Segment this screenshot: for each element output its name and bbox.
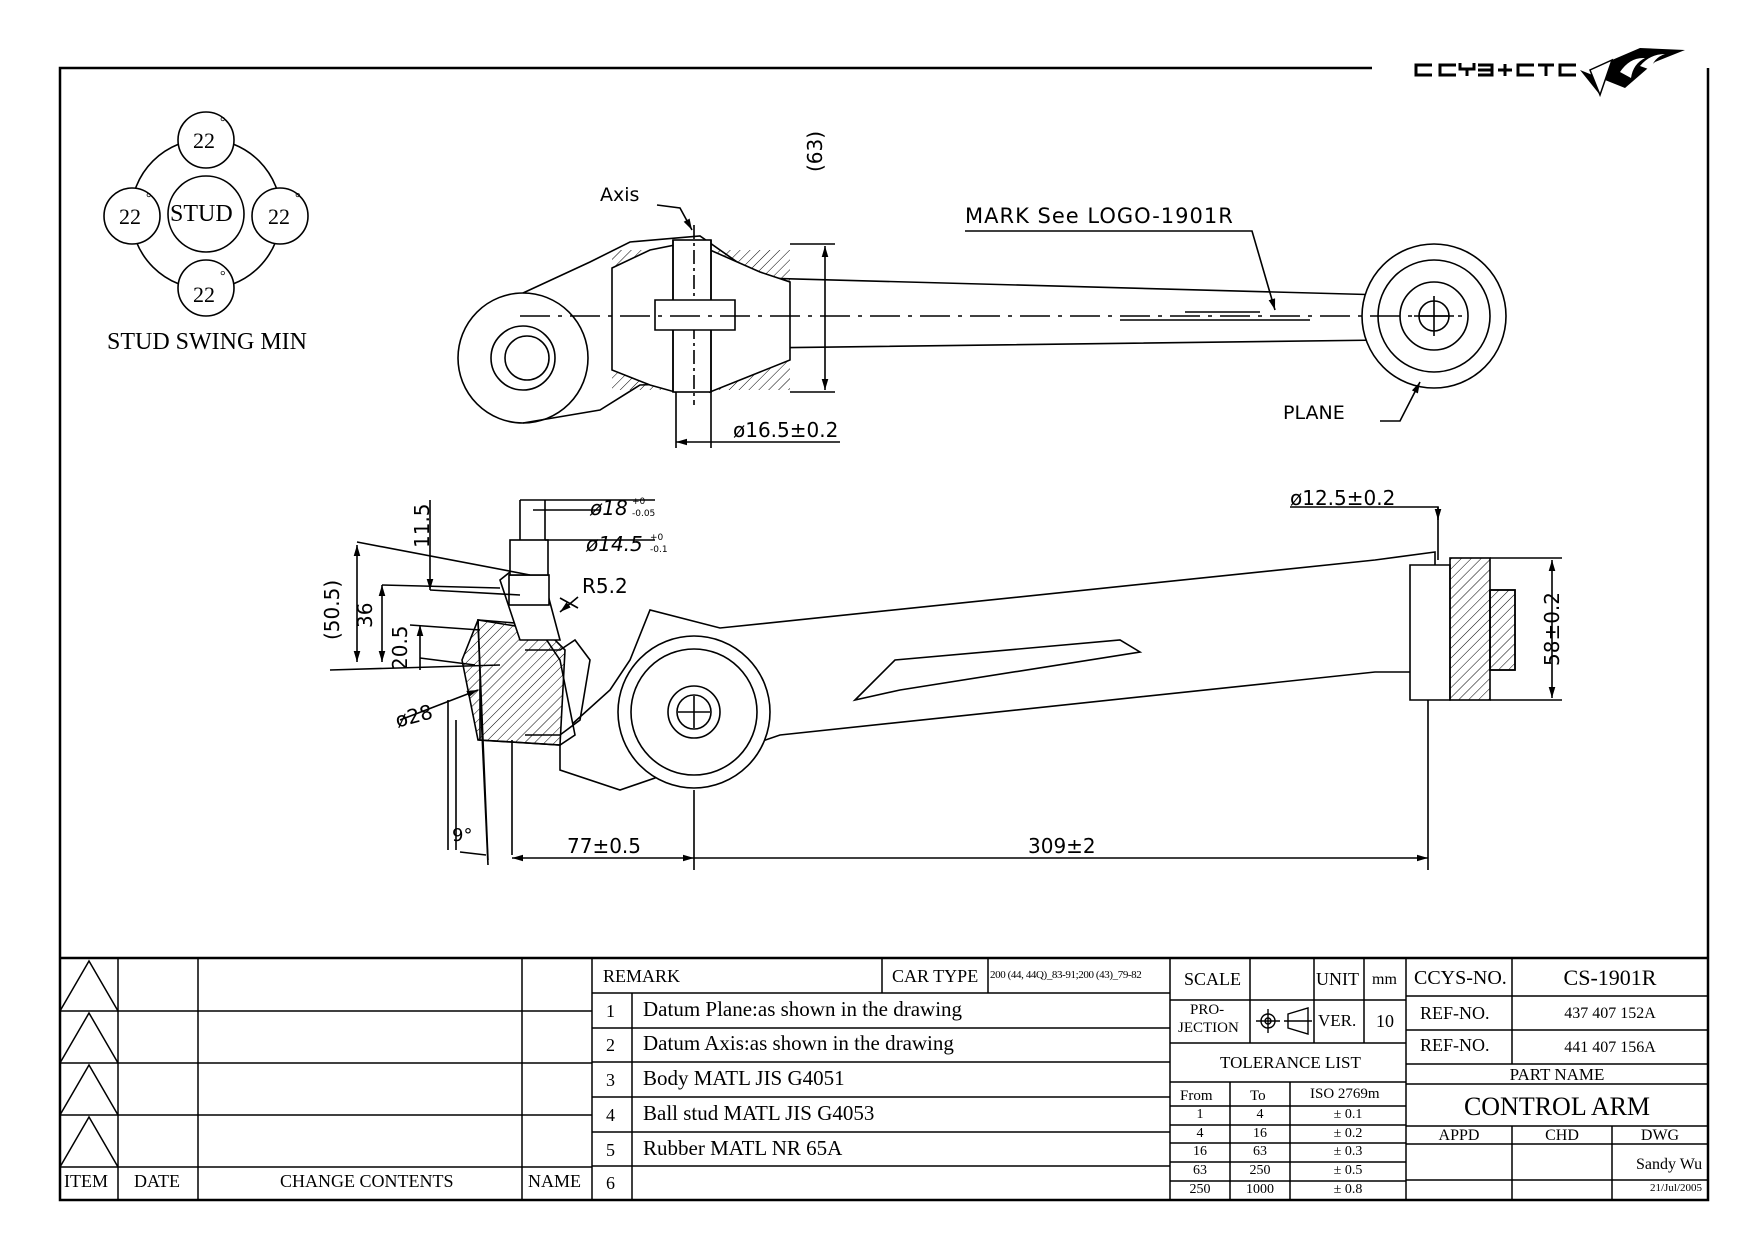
- ver-label: VER.: [1318, 1011, 1357, 1030]
- stud-angle-right: 22: [268, 204, 290, 229]
- stud-angle-bottom: 22: [193, 282, 215, 307]
- dim-77: 77±0.5: [567, 834, 642, 858]
- tol-row-5-to: 1000: [1246, 1182, 1274, 1197]
- ccys-no-value: CS-1901R: [1563, 965, 1657, 990]
- dim-309: 309±2: [1028, 834, 1096, 858]
- stud-center-label: STUD: [170, 201, 233, 227]
- tol-header-to: To: [1250, 1088, 1266, 1104]
- remark-text-5: Rubber MATL NR 65A: [643, 1136, 843, 1160]
- axis-label: Axis: [600, 184, 640, 206]
- tol-row-1-to: 4: [1256, 1107, 1264, 1122]
- dim-50-5: (50.5): [320, 579, 344, 640]
- dim-r5-2: R5.2: [582, 574, 628, 598]
- tol-row-4-tol: ± 0.5: [1333, 1163, 1363, 1178]
- rev-header-item: ITEM: [64, 1171, 108, 1191]
- sheet-border: [58, 66, 1710, 1202]
- part-name-label: PART NAME: [1509, 1065, 1605, 1084]
- remark-text-3: Body MATL JIS G4051: [643, 1066, 845, 1090]
- top-view: [457, 204, 1507, 448]
- dim-20-5: 20.5: [388, 625, 412, 670]
- tol-row-3-from: 16: [1193, 1144, 1207, 1159]
- remark-no-5: 5: [606, 1140, 615, 1160]
- tol-row-5-from: 250: [1189, 1182, 1211, 1197]
- drawn-date: 21/Jul/2005: [1650, 1182, 1702, 1194]
- part-name-value: CONTROL ARM: [1463, 1092, 1651, 1121]
- scale-label: SCALE: [1184, 969, 1242, 989]
- tol-row-1-from: 1: [1196, 1107, 1204, 1122]
- dim-36: 36: [353, 602, 377, 628]
- stud-swing-diagram: [103, 111, 309, 317]
- stud-angle-top: 22: [193, 128, 215, 153]
- logo-mark-label: MARK See LOGO-1901R: [965, 204, 1234, 228]
- dim-d18: ø18: [590, 496, 628, 520]
- tol-row-1-tol: ± 0.1: [1333, 1107, 1363, 1122]
- ccys-no-label: CCYS-NO.: [1414, 967, 1507, 989]
- tol-row-4-from: 63: [1193, 1163, 1207, 1178]
- dim-11-5: 11.5: [410, 503, 434, 548]
- projection-symbol-icon: [1256, 1007, 1312, 1035]
- car-type-value: 200 (44, 44Q)_83-91;200 (43)_79-82: [990, 969, 1142, 981]
- title-block-grid: [59, 956, 1708, 1200]
- dwg-label: DWG: [1640, 1127, 1680, 1144]
- rev-header-date: DATE: [134, 1171, 180, 1191]
- degree-mark-bottom: °: [220, 269, 226, 284]
- remark-no-3: 3: [606, 1070, 615, 1090]
- drawn-by-name: Sandy Wu: [1636, 1156, 1703, 1173]
- tol-row-2-to: 16: [1253, 1126, 1267, 1141]
- dim-d14-5-tol-lower: -0.1: [650, 545, 668, 555]
- car-type-label: CAR TYPE: [892, 966, 979, 986]
- tol-row-5-tol: ± 0.8: [1333, 1182, 1363, 1197]
- brand-logo: [1414, 48, 1685, 98]
- ref-no-value-2: 441 407 156A: [1564, 1039, 1656, 1056]
- tol-row-3-tol: ± 0.3: [1333, 1144, 1363, 1159]
- stud-swing-title: STUD SWING MIN: [107, 329, 307, 355]
- rev-header-name: NAME: [528, 1171, 581, 1191]
- projection-label-line1: PRO-: [1190, 1002, 1225, 1018]
- remark-header: REMARK: [603, 966, 681, 986]
- plane-label: PLANE: [1283, 402, 1345, 424]
- remark-no-2: 2: [606, 1035, 615, 1055]
- dim-58: 58±0.2: [1540, 591, 1564, 666]
- chd-label: CHD: [1545, 1127, 1579, 1144]
- dim-d18-tol-upper: +0: [632, 497, 646, 507]
- remark-text-4: Ball stud MATL JIS G4053: [643, 1101, 875, 1125]
- remark-text-1: Datum Plane:as shown in the drawing: [643, 997, 963, 1021]
- remark-text-2: Datum Axis:as shown in the drawing: [643, 1031, 954, 1055]
- dim-d14-5-tol-upper: +0: [650, 533, 664, 543]
- unit-label: UNIT: [1316, 969, 1359, 989]
- dim-d16-5: ø16.5±0.2: [733, 418, 839, 442]
- unit-value: mm: [1372, 971, 1397, 988]
- stud-angle-left: 22: [119, 204, 141, 229]
- ref-no-label-1: REF-NO.: [1420, 1003, 1490, 1023]
- degree-mark-top: °: [220, 115, 226, 130]
- tol-header-iso: ISO 2769m: [1310, 1086, 1380, 1102]
- ver-value: 10: [1376, 1011, 1394, 1031]
- degree-mark-right: °: [295, 191, 301, 206]
- dim-63: (63): [803, 130, 827, 172]
- dim-d18-tol-lower: -0.05: [632, 509, 656, 519]
- ref-no-label-2: REF-NO.: [1420, 1035, 1490, 1055]
- tol-header-from: From: [1180, 1088, 1213, 1104]
- dim-d12-5: ø12.5±0.2: [1290, 486, 1396, 510]
- dim-9-deg: 9°: [452, 825, 473, 846]
- tolerance-list-title: TOLERANCE LIST: [1220, 1053, 1361, 1072]
- rev-header-change-contents: CHANGE CONTENTS: [280, 1171, 454, 1191]
- tol-row-2-from: 4: [1196, 1126, 1204, 1141]
- tol-row-2-tol: ± 0.2: [1333, 1126, 1363, 1141]
- projection-label-line2: JECTION: [1178, 1020, 1239, 1036]
- ref-no-value-1: 437 407 152A: [1564, 1005, 1656, 1022]
- dim-d14-5: ø14.5: [586, 532, 643, 556]
- tol-row-3-to: 63: [1253, 1144, 1267, 1159]
- remark-no-4: 4: [606, 1105, 615, 1125]
- remark-no-6: 6: [606, 1173, 615, 1193]
- front-view: [329, 499, 1562, 870]
- tol-row-4-to: 250: [1249, 1163, 1271, 1178]
- appd-label: APPD: [1438, 1127, 1480, 1144]
- remark-no-1: 1: [606, 1001, 615, 1021]
- degree-mark-left: °: [146, 191, 152, 206]
